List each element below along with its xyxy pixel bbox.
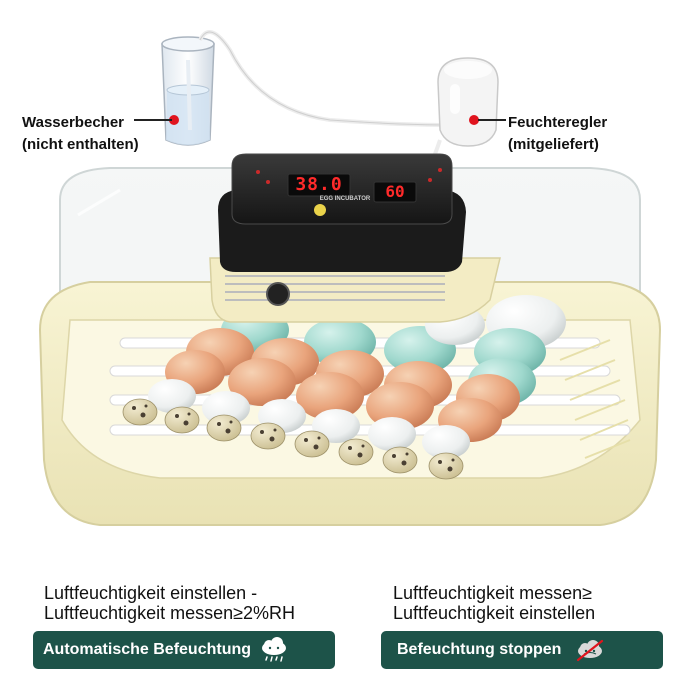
- humidity-display: 60: [385, 182, 405, 201]
- left-description: Luftfeuchtigkeit einstellen - Luftfeucht…: [44, 583, 295, 623]
- water-cup-callout: Wasserbecher (nicht enthalten): [22, 112, 139, 156]
- incubator-illustration: [38, 30, 662, 526]
- auto-humidify-label: Automatische Befeuchtung: [43, 641, 252, 658]
- humidity-regulator: [437, 57, 499, 147]
- auto-humidify-badge: Automatische Befeuchtung: [33, 631, 335, 669]
- left-description-line1: Luftfeuchtigkeit einstellen -: [44, 583, 258, 603]
- right-description: Luftfeuchtigkeit messen≥ Luftfeuchtigkei…: [393, 583, 595, 623]
- cloud-no-rain-icon: [577, 639, 604, 662]
- temperature-display: 38.0: [295, 174, 343, 195]
- product-label: EGG INCUBATOR: [319, 196, 371, 202]
- stop-humidify-label: Befeuchtung stoppen: [397, 641, 562, 658]
- stop-humidify-badge: Befeuchtung stoppen: [381, 631, 663, 669]
- humidity-regulator-note: (mitgeliefert): [508, 136, 599, 153]
- water-cup-note: (nicht enthalten): [22, 136, 139, 153]
- left-description-line2: Luftfeuchtigkeit messen≥2%RH: [44, 603, 295, 623]
- control-unit: [218, 153, 466, 272]
- right-description-line2: Luftfeuchtigkeit einstellen: [393, 603, 596, 623]
- water-cup-title: Wasserbecher: [22, 114, 124, 131]
- rain-cloud-icon: [262, 637, 287, 662]
- humidity-regulator-callout: Feuchteregler (mitgeliefert): [508, 112, 607, 156]
- humidity-regulator-leader-line: [478, 119, 506, 121]
- humidity-regulator-title: Feuchteregler: [508, 114, 608, 131]
- water-cup-leader-line: [134, 119, 172, 121]
- eggs: [122, 295, 566, 480]
- right-description-line1: Luftfeuchtigkeit messen≥: [393, 583, 592, 603]
